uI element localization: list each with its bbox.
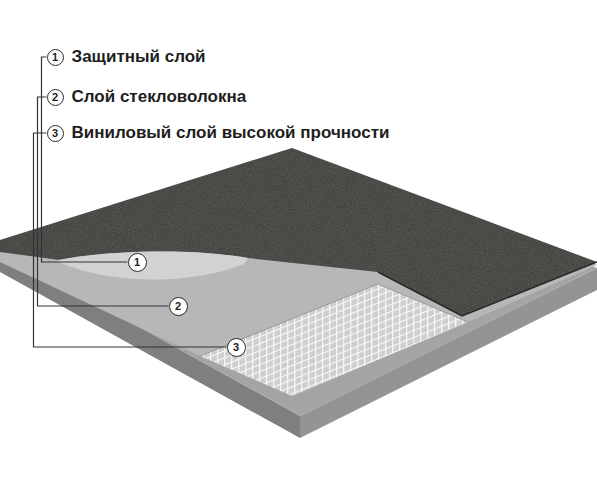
protective-layer bbox=[0, 148, 597, 316]
fiberglass-mesh bbox=[200, 284, 468, 396]
protective-grain bbox=[0, 148, 597, 316]
callout-circle: 1 bbox=[128, 253, 147, 272]
callout-number: 3 bbox=[52, 128, 58, 139]
callout-circle: 3 bbox=[227, 338, 246, 357]
legend-callout: 1Защитный слой bbox=[47, 49, 64, 66]
layer-name: Виниловый слой высокой прочности bbox=[72, 123, 390, 143]
dark-step-edge bbox=[378, 262, 597, 316]
callout-number: 3 bbox=[233, 342, 239, 353]
peeled-film bbox=[58, 251, 248, 279]
layer-name: Слой стекловолокна bbox=[72, 87, 247, 107]
callout-number: 1 bbox=[134, 257, 140, 268]
callout-number: 1 bbox=[52, 52, 58, 63]
callout-number: 2 bbox=[52, 92, 58, 103]
callout-number: 2 bbox=[175, 301, 181, 312]
callout-circle: 2 bbox=[169, 297, 188, 316]
leader-line bbox=[34, 133, 227, 347]
legend-callout: 2Слой стекловолокна bbox=[47, 89, 64, 106]
layer-name: Защитный слой bbox=[72, 47, 206, 67]
legend-callout: 3Виниловый слой высокой прочности bbox=[47, 125, 64, 142]
